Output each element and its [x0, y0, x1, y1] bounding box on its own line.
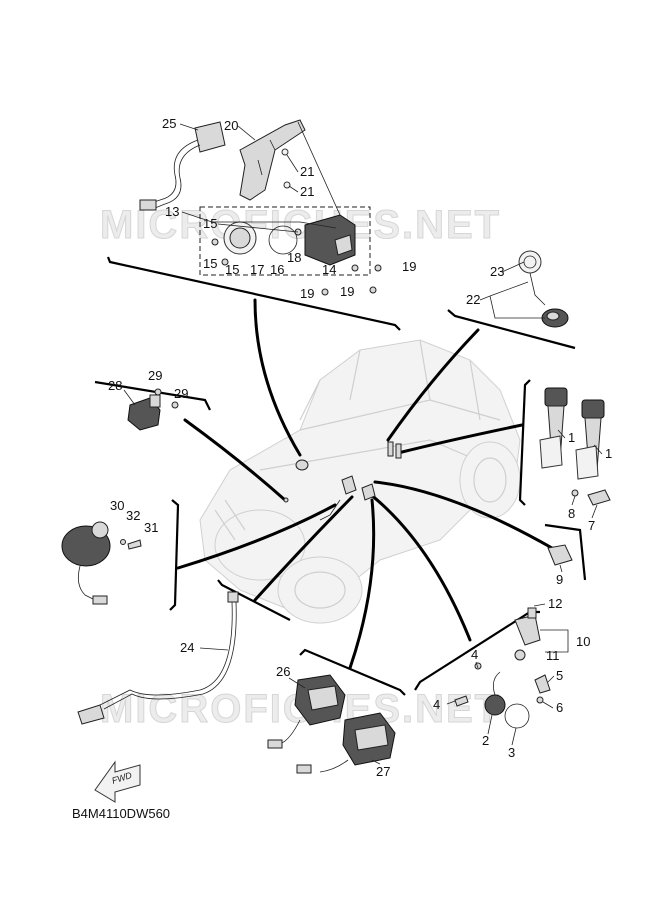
- callout-18: 18: [287, 250, 301, 265]
- callout-14: 14: [322, 262, 336, 277]
- part-29-bolt-a: [154, 388, 162, 396]
- part-9-sensor: [547, 544, 573, 566]
- callout-3: 3: [508, 745, 515, 760]
- callout-2: 2: [482, 733, 489, 748]
- callout-12: 12: [548, 596, 562, 611]
- part-31-bolt: [127, 539, 142, 550]
- callout-22: 22: [466, 292, 480, 307]
- callout-28: 28: [108, 378, 122, 393]
- callout-15-a: 15: [203, 216, 217, 231]
- part-26-motor: [267, 674, 346, 749]
- part-29-bolt-b: [171, 401, 179, 409]
- bracket-coils: [518, 379, 531, 506]
- fwd-arrow-icon: FWD: [94, 760, 141, 803]
- part-28-sensor: [127, 394, 161, 431]
- bracket-24: [217, 579, 291, 621]
- callout-23: 23: [490, 264, 504, 279]
- callout-1-b: 1: [605, 446, 612, 461]
- part-1-ignition-coil-a: [539, 387, 568, 469]
- callout-24: 24: [180, 640, 194, 655]
- callout-leaders: [123, 123, 603, 765]
- leader-coils: [396, 423, 524, 455]
- part-1-ignition-coil-b: [575, 399, 605, 480]
- part-2-sensor: [474, 662, 506, 716]
- part-30-horn: [61, 521, 111, 605]
- callout-26: 26: [276, 664, 290, 679]
- part-5-sensor: [534, 674, 551, 694]
- leader-30: [176, 503, 337, 570]
- callout-21-b: 21: [300, 184, 314, 199]
- callout-7: 7: [588, 518, 595, 533]
- callout-17: 17: [250, 262, 264, 277]
- callout-19-b: 19: [300, 286, 314, 301]
- callout-27: 27: [376, 764, 390, 779]
- part-24-sensor-cable: [77, 591, 239, 725]
- leader-lower-right: [363, 488, 472, 642]
- callout-9: 9: [556, 572, 563, 587]
- callout-8: 8: [568, 506, 575, 521]
- bracket-26-27: [299, 648, 406, 696]
- part-7-sensor: [587, 489, 611, 506]
- leader-22: [386, 328, 480, 442]
- callout-13: 13: [165, 204, 179, 219]
- part-23-gauge: [518, 250, 542, 274]
- callout-16: 16: [270, 262, 284, 277]
- callout-29-a: 29: [148, 368, 162, 383]
- callout-32: 32: [126, 508, 140, 523]
- vehicle-sensor-parts: [283, 441, 402, 521]
- callout-25: 25: [162, 116, 176, 131]
- callout-31: 31: [144, 520, 158, 535]
- bracket-30: [169, 499, 180, 611]
- callout-15-b: 15: [203, 256, 217, 271]
- part-25-sensor-cable: [139, 121, 226, 211]
- callout-19-c: 19: [340, 284, 354, 299]
- part-27-motor: [296, 712, 396, 774]
- leader-top: [253, 298, 302, 457]
- callout-5: 5: [556, 668, 563, 683]
- vehicle-rear-wheel-left: [277, 556, 363, 624]
- assembly-13-parts: [211, 121, 382, 296]
- part-20-bracket: [239, 119, 306, 201]
- callout-21-a: 21: [300, 164, 314, 179]
- callout-6: 6: [556, 700, 563, 715]
- callout-labels: 25 20 21 21 13 15 15 15 17 16 18 14 19 1…: [108, 116, 612, 779]
- part-6-oring: [536, 696, 544, 704]
- callout-30: 30: [110, 498, 124, 513]
- part-10-bracket-lines: [540, 629, 569, 653]
- bracket-sensor-22: [447, 309, 576, 350]
- part-22-sensor: [529, 272, 569, 328]
- leader-24: [253, 495, 354, 602]
- leader-9: [373, 480, 554, 550]
- callout-4-a: 4: [471, 647, 478, 662]
- vehicle-outline: [199, 339, 521, 624]
- bracket-9: [544, 523, 587, 581]
- assembly-13-box: [199, 206, 371, 276]
- part-10-sensor-assembly: [514, 607, 541, 661]
- leader-28: [183, 418, 287, 502]
- watermark-top: MICROFICHES.NET: [100, 203, 501, 247]
- callout-11: 11: [546, 648, 560, 663]
- callout-29-b: 29: [174, 386, 188, 401]
- part-12-leader: [533, 603, 546, 607]
- bracket-28: [94, 380, 211, 411]
- leader-26-27: [348, 498, 376, 670]
- part-8-oring: [571, 489, 579, 497]
- part-3-oring: [504, 703, 530, 729]
- part-4-bolt: [454, 695, 469, 707]
- part-32-washer: [120, 539, 126, 545]
- callout-20: 20: [224, 118, 238, 133]
- callout-19-a: 19: [402, 259, 416, 274]
- callout-10: 10: [576, 634, 590, 649]
- callout-15-c: 15: [225, 262, 239, 277]
- bracket-top: [106, 256, 401, 331]
- diagram-code: B4M4110DW560: [72, 806, 170, 821]
- callout-1-a: 1: [568, 430, 575, 445]
- callout-4-b: 4: [433, 697, 440, 712]
